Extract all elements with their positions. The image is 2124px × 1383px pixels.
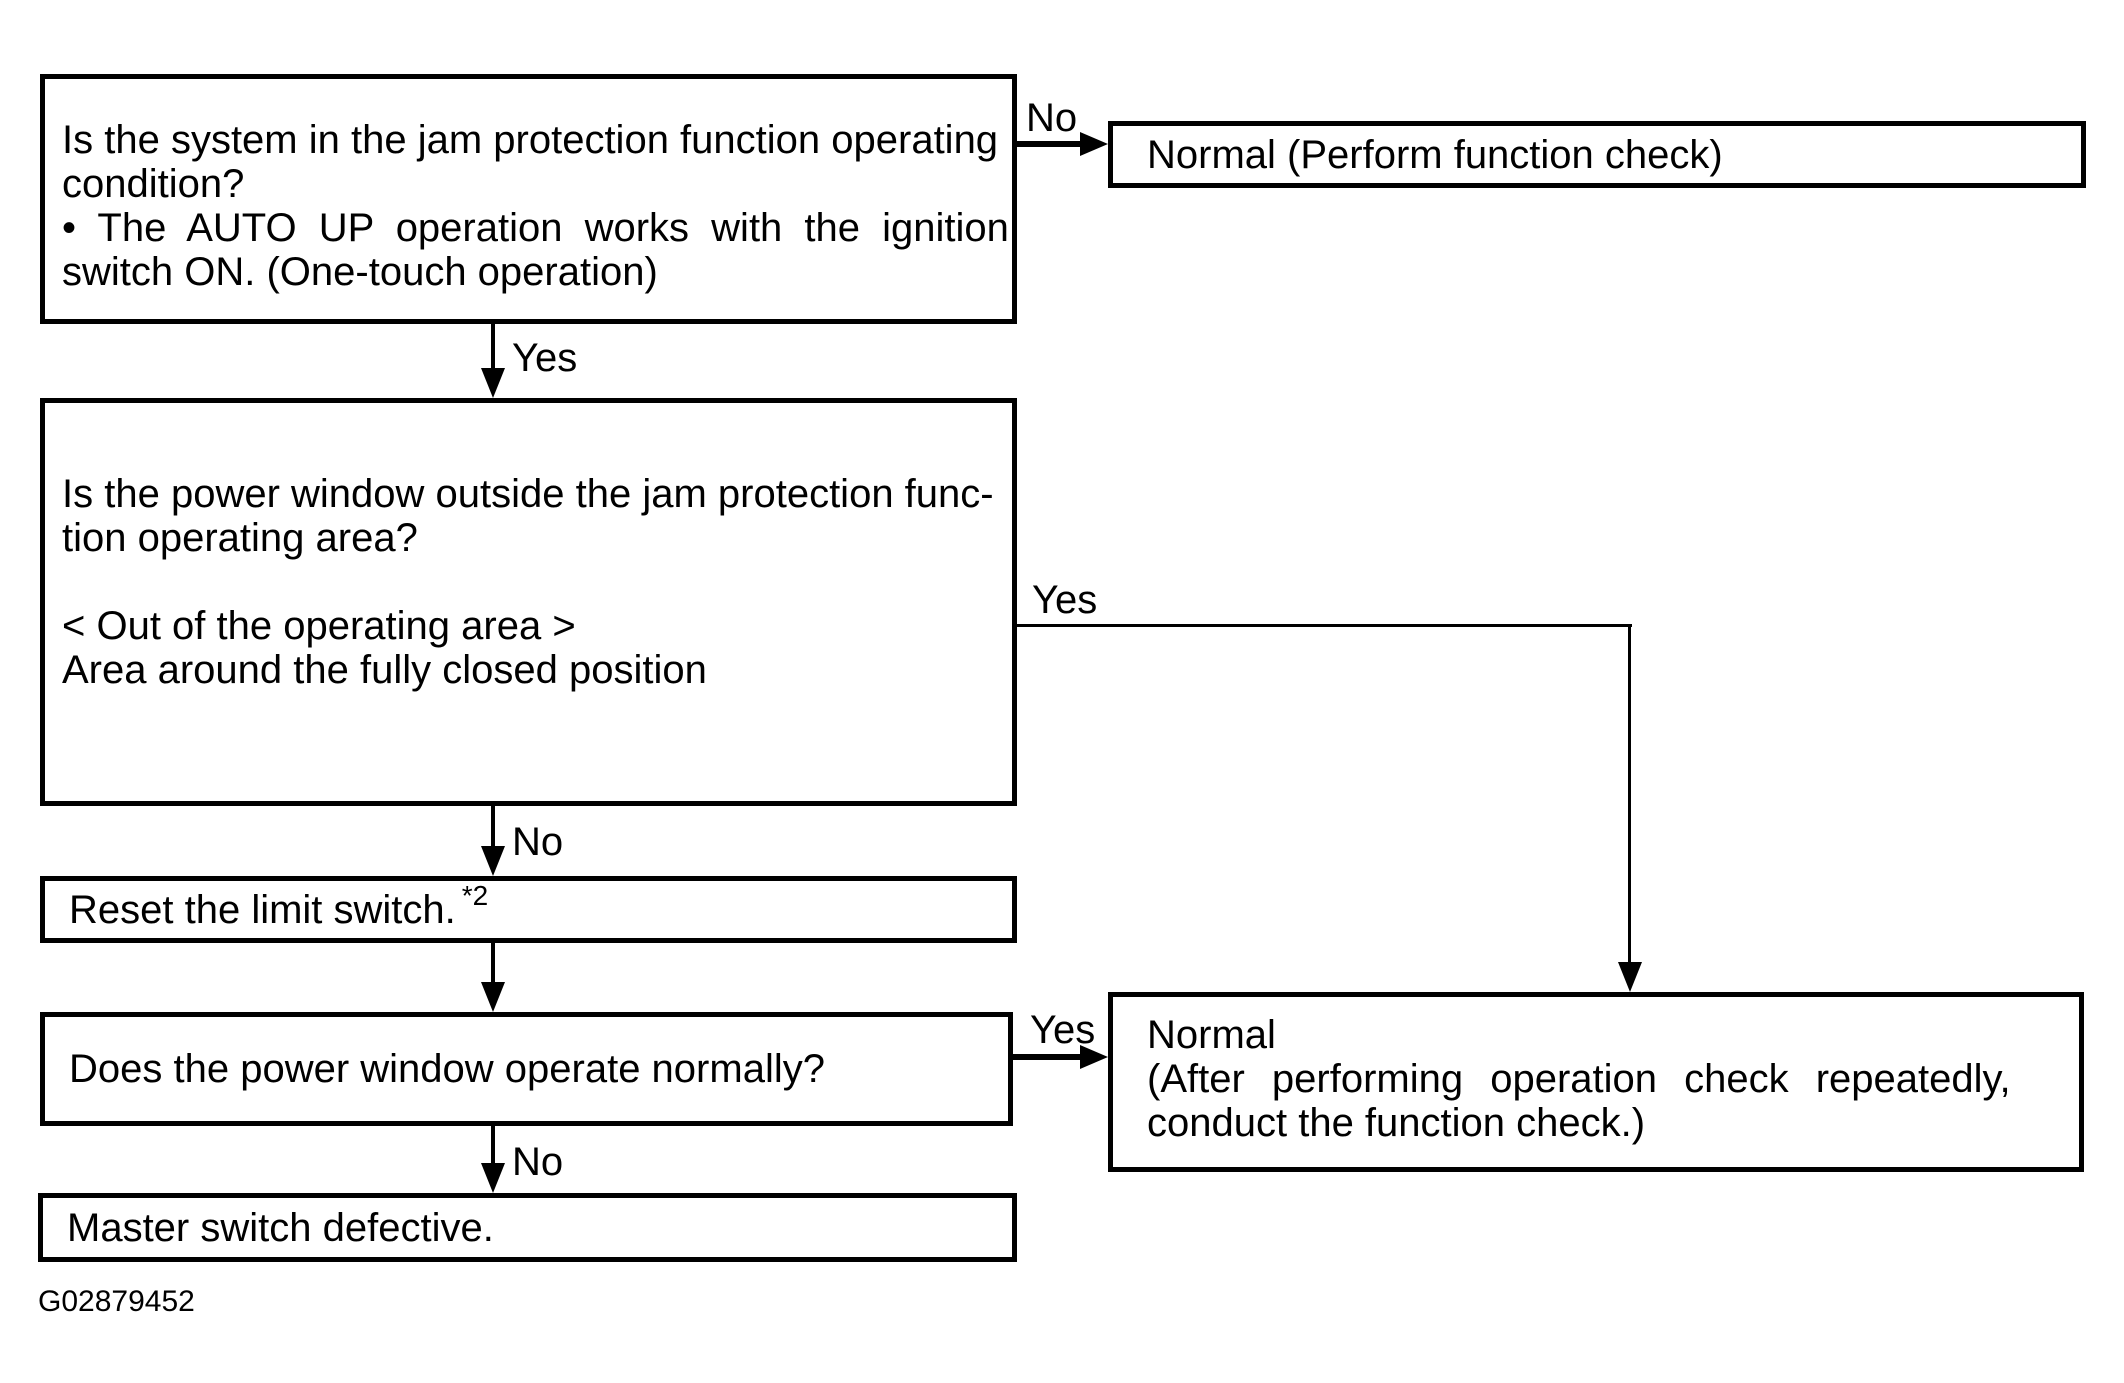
decision-2-line-2: tion operating area? bbox=[62, 516, 418, 560]
connector-q2-no-line bbox=[491, 806, 495, 850]
result-normal-top-text: Normal (Perform function check) bbox=[1147, 132, 1723, 177]
connector-q1-no-line bbox=[1016, 141, 1082, 147]
decision-box-window-operates-normally: Does the power window operate normally? bbox=[40, 1012, 1013, 1126]
connector-reset-to-q3-line bbox=[491, 943, 495, 984]
result-normal-bottom-line-3: conduct the function check.) bbox=[1147, 1101, 1646, 1145]
result-box-master-switch-defective: Master switch defective. bbox=[38, 1193, 1017, 1262]
decision-2-line-4: < Out of the operating area > bbox=[62, 604, 576, 648]
reset-limit-switch-text: Reset the limit switch. bbox=[69, 887, 456, 932]
result-box-normal-function-check: Normal (Perform function check) bbox=[1108, 121, 2086, 188]
master-switch-defective-text: Master switch defective. bbox=[67, 1205, 494, 1250]
edge-label-q3-no: No bbox=[512, 1140, 564, 1184]
decision-1-line-2: condition? bbox=[62, 162, 245, 206]
arrowhead-q3-no bbox=[481, 1163, 505, 1193]
decision-box-jam-protection-condition: Is the system in the jam protection func… bbox=[40, 74, 1017, 324]
edge-label-q1-no: No bbox=[1026, 96, 1078, 140]
connector-q3-no-line bbox=[491, 1126, 495, 1166]
decision-2-line-1: Is the power window outside the jam prot… bbox=[62, 472, 994, 516]
decision-1-line-4: switch ON. (One-touch operation) bbox=[62, 250, 658, 294]
arrowhead-q2-yes bbox=[1618, 962, 1642, 992]
process-box-reset-limit-switch: Reset the limit switch. *2 bbox=[40, 876, 1017, 943]
decision-box-outside-operating-area: Is the power window outside the jam prot… bbox=[40, 398, 1017, 806]
arrowhead-q1-no bbox=[1080, 132, 1108, 156]
reset-note-reference: *2 bbox=[461, 879, 489, 911]
arrowhead-q1-yes bbox=[481, 368, 505, 398]
connector-q2-yes-horizontal bbox=[1017, 624, 1632, 627]
result-box-normal-after-check: Normal (After performing operation check… bbox=[1108, 992, 2084, 1172]
edge-label-q1-yes: Yes bbox=[512, 336, 578, 380]
decision-1-bullet-line: • The AUTO UP operation works with the i… bbox=[62, 206, 1009, 250]
decision-1-line-1: Is the system in the jam protection func… bbox=[62, 118, 999, 162]
figure-code: G02879452 bbox=[38, 1285, 195, 1318]
arrowhead-q3-yes bbox=[1080, 1045, 1108, 1069]
edge-label-q2-no: No bbox=[512, 820, 564, 864]
decision-2-blank-line bbox=[62, 560, 994, 604]
connector-q3-yes-line bbox=[1013, 1054, 1082, 1060]
connector-q2-yes-vertical bbox=[1628, 624, 1631, 964]
arrowhead-q2-no bbox=[481, 846, 505, 876]
result-normal-bottom-line-2: (After performing operation check repeat… bbox=[1147, 1057, 2011, 1101]
decision-3-text: Does the power window operate normally? bbox=[69, 1047, 825, 1091]
arrowhead-reset-to-q3 bbox=[481, 982, 505, 1012]
result-normal-bottom-line-1: Normal bbox=[1147, 1013, 1276, 1057]
edge-label-q3-yes: Yes bbox=[1030, 1008, 1096, 1052]
decision-2-line-5: Area around the fully closed position bbox=[62, 648, 707, 692]
edge-label-q2-yes: Yes bbox=[1032, 578, 1098, 622]
connector-q1-yes-line bbox=[491, 324, 495, 370]
